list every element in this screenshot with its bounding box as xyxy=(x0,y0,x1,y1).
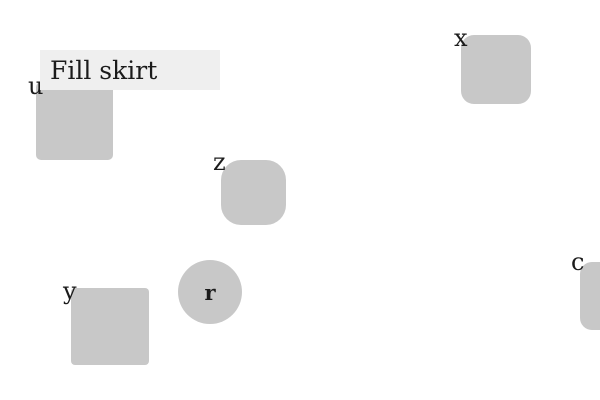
shape-x[interactable] xyxy=(461,35,531,104)
shape-z-label: z xyxy=(213,148,226,176)
shape-c[interactable] xyxy=(580,262,600,330)
shape-y[interactable] xyxy=(71,288,149,365)
shape-y-label: y xyxy=(63,277,77,305)
shape-r-label: r xyxy=(204,279,216,305)
shape-x-label: x xyxy=(454,24,468,52)
shape-z[interactable] xyxy=(221,160,286,225)
shape-c-label: c xyxy=(571,248,585,276)
shape-r[interactable]: r xyxy=(178,260,242,324)
task-instruction: Fill skirt xyxy=(40,50,220,90)
shape-u-label: u xyxy=(28,72,44,100)
shape-u[interactable] xyxy=(36,82,113,160)
